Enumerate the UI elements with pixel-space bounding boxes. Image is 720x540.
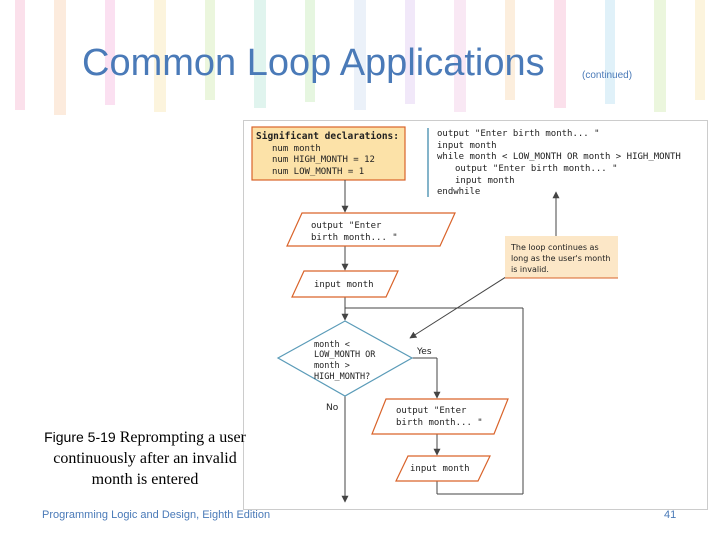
decision-diamond [276, 320, 414, 397]
output-text: output "Enter [396, 406, 467, 416]
output-parallelogram-loop [371, 398, 509, 435]
figure-label: Figure 5-19 [44, 429, 116, 445]
declarations-heading: Significant declarations: [256, 131, 399, 142]
decision-text: LOW_MONTH OR [314, 350, 376, 360]
figure-caption-text: Reprompting a user continuously after an… [53, 429, 246, 488]
note-pointer [409, 267, 521, 339]
pseudocode-line: endwhile [437, 187, 480, 197]
declaration-line: num month [272, 144, 321, 154]
output-text: birth month... " [311, 233, 398, 243]
note-text: long as the user's month [511, 254, 610, 263]
declaration-line: num LOW_MONTH = 1 [272, 167, 364, 177]
note-text: is invalid. [511, 265, 549, 274]
slide-title: Common Loop Applications [82, 42, 545, 84]
decision-text: month < [314, 340, 350, 350]
pseudocode-line: output "Enter birth month... " [437, 129, 600, 139]
declarations-box [251, 126, 406, 181]
decision-text: month > [314, 361, 350, 371]
figure-caption: Figure 5-19 Reprompting a user continuou… [40, 427, 250, 490]
pseudocode-line: output "Enter birth month... " [455, 164, 618, 174]
pseudocode-line: input month [437, 141, 497, 151]
footer-text: Programming Logic and Design, Eighth Edi… [42, 509, 271, 521]
pseudocode-line: input month [455, 176, 515, 186]
input-text: input month [410, 464, 470, 474]
flowchart-figure: Significant declarations: num month num … [243, 120, 708, 510]
input-parallelogram [291, 270, 399, 298]
decorative-banner [15, 0, 705, 115]
decision-text: HIGH_MONTH? [314, 372, 370, 382]
yes-label: Yes [416, 347, 432, 357]
note-text: The loop continues as [510, 243, 599, 252]
output-text: birth month... " [396, 418, 483, 428]
declaration-line: num HIGH_MONTH = 12 [272, 155, 375, 165]
no-label: No [326, 403, 339, 413]
note-box [505, 236, 618, 278]
output-text: output "Enter [311, 221, 382, 231]
figure-frame [243, 120, 708, 510]
pseudocode-line: while month < LOW_MONTH OR month > HIGH_… [437, 152, 681, 162]
input-parallelogram-loop [395, 455, 491, 482]
output-parallelogram [286, 212, 456, 247]
input-text: input month [314, 280, 374, 290]
slide-title-continued: (continued) [582, 70, 633, 81]
page-number: 41 [664, 509, 677, 521]
